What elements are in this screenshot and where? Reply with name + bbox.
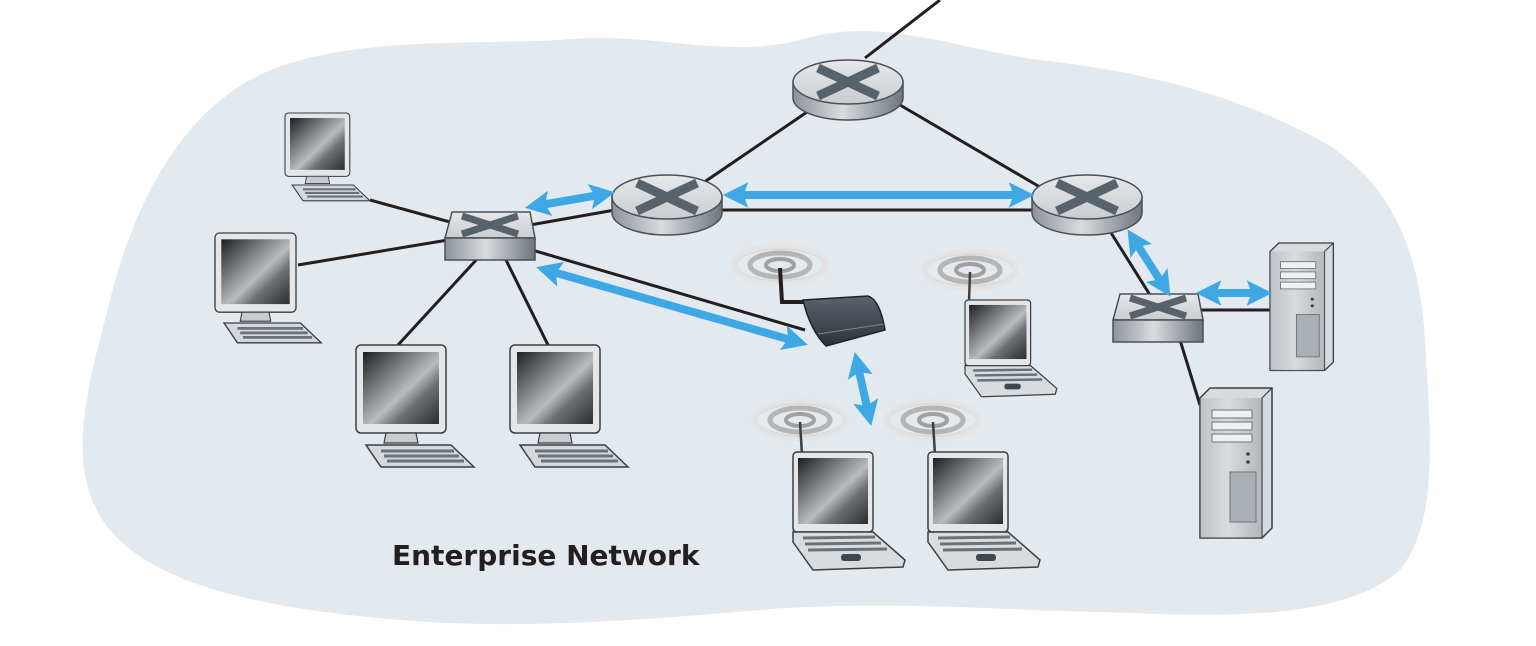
router-icon [1032, 175, 1142, 235]
link-router-top-right [899, 103, 1046, 192]
link-switch-desktop-1 [369, 198, 451, 224]
link-switch-server-2 [1178, 339, 1202, 406]
link-uplink [864, 0, 941, 60]
arrow-ap-laptops [847, 352, 879, 426]
switch-icon [1113, 294, 1203, 342]
link-switch-desktop-2 [297, 238, 449, 267]
traffic-arrows [524, 182, 1273, 426]
server-icon [1199, 387, 1273, 539]
router-icon [612, 175, 722, 235]
switch-icon [445, 212, 535, 260]
antenna [931, 421, 937, 456]
arrow-switch-router [524, 183, 616, 217]
arrow-switch-ap [536, 261, 808, 351]
antenna [967, 271, 972, 303]
link-switch-desktop-3 [396, 256, 480, 347]
server-icon [1269, 242, 1335, 372]
arrow-router-switch [1127, 229, 1171, 297]
link-router-top-left [699, 108, 811, 187]
antenna [798, 421, 804, 456]
network-label: Enterprise Network [392, 539, 701, 572]
router-icon [793, 60, 903, 120]
